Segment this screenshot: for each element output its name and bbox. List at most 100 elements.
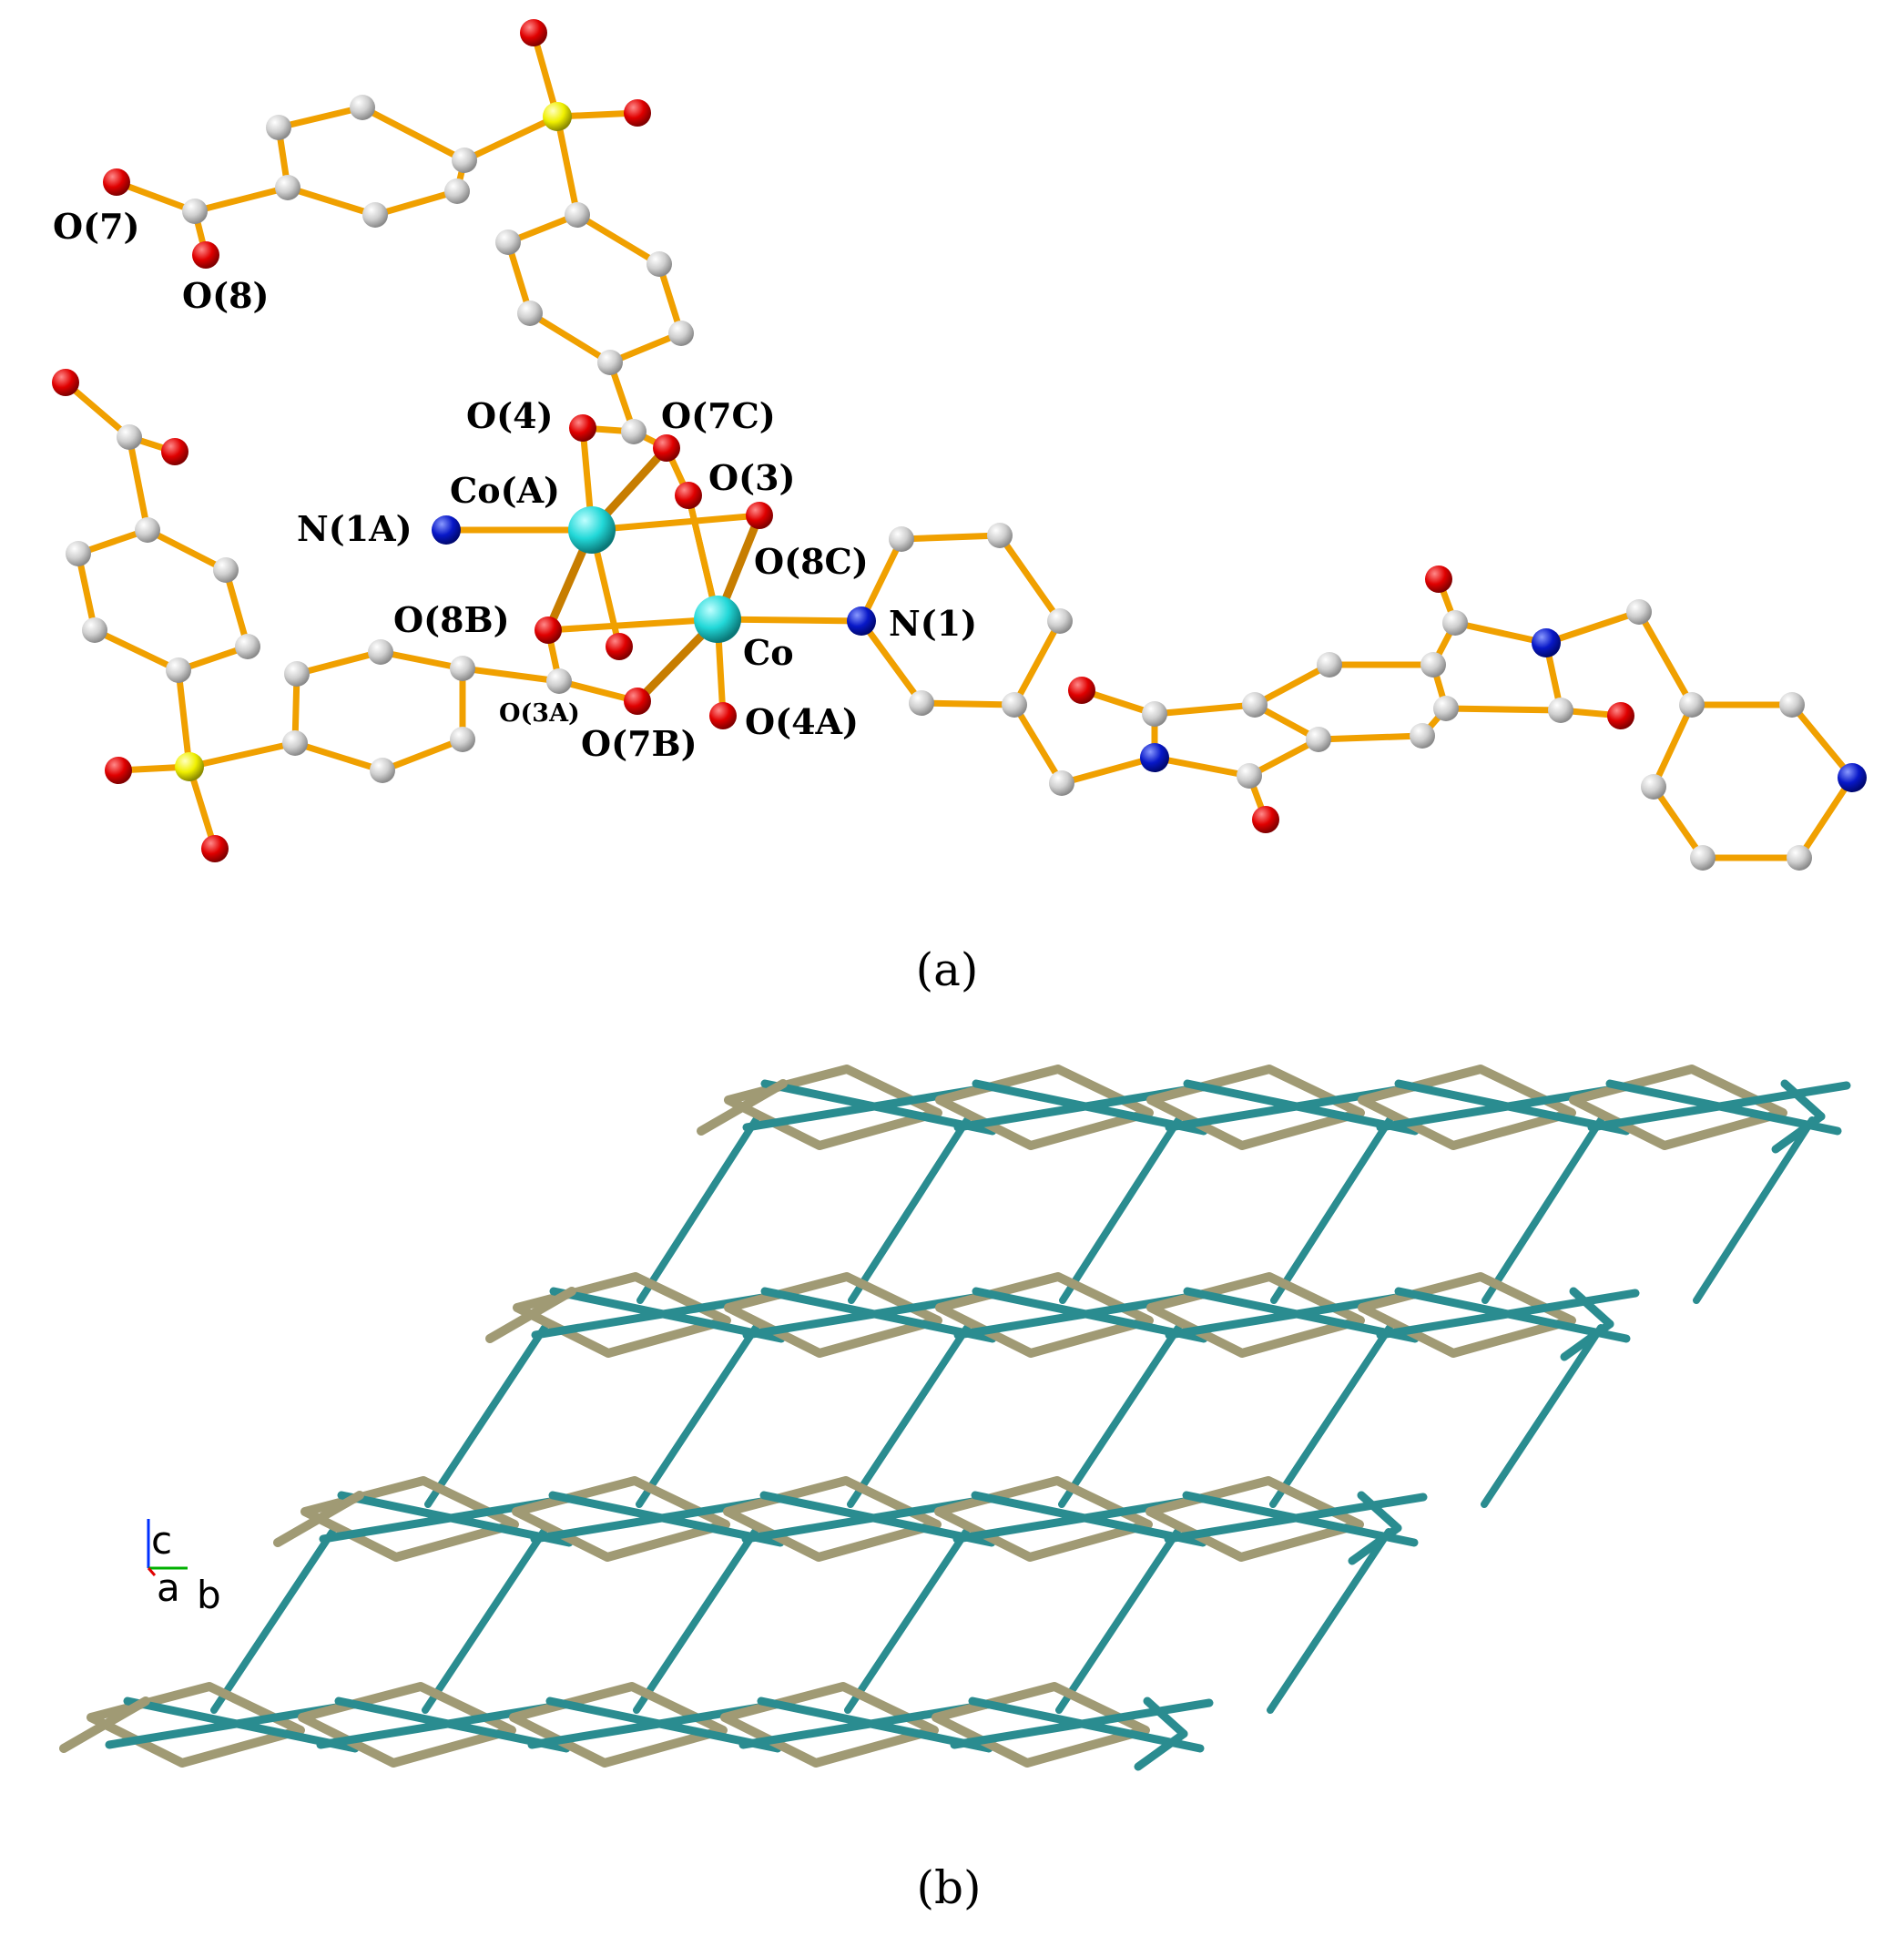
layer-rhombus bbox=[298, 1682, 516, 1768]
interlayer-rod bbox=[1055, 1528, 1181, 1714]
label-o3a: O(3A) bbox=[499, 699, 580, 728]
coordination-bond bbox=[545, 616, 721, 634]
label-o3: O(3) bbox=[708, 457, 796, 498]
layer-rhombus bbox=[1358, 1272, 1576, 1358]
label-co-a: Co(A) bbox=[450, 470, 560, 511]
interlayer-rod bbox=[1481, 1324, 1604, 1508]
bond bbox=[293, 648, 384, 678]
bond bbox=[186, 739, 299, 770]
layer-rhombus bbox=[934, 1476, 1153, 1562]
panel-a-bonds bbox=[62, 29, 1856, 861]
layer-edge bbox=[1143, 1697, 1188, 1738]
carbon-atom bbox=[889, 526, 914, 552]
oxygen-atom bbox=[103, 168, 130, 196]
oxygen-atom bbox=[624, 688, 651, 715]
oxygen-atom bbox=[624, 99, 651, 127]
carbon-atom bbox=[1410, 723, 1435, 749]
bond bbox=[222, 566, 251, 650]
interlayer-rod bbox=[636, 1324, 759, 1508]
carbon-atom bbox=[1779, 692, 1805, 718]
label-o4a: O(4A) bbox=[745, 701, 859, 742]
layer-rhombus bbox=[1146, 1065, 1365, 1150]
bond bbox=[459, 665, 563, 685]
bond bbox=[1011, 617, 1064, 708]
carbon-atom bbox=[495, 229, 521, 255]
layer-rhombus bbox=[512, 1476, 730, 1562]
carbon-atom bbox=[1242, 692, 1268, 718]
layer-rhombus bbox=[1146, 1272, 1365, 1358]
carbon-atom bbox=[66, 541, 91, 566]
label-o4: O(4) bbox=[466, 395, 554, 436]
panel-b-network-topology: c a b (b) bbox=[59, 1065, 1851, 1914]
interlayer-rod bbox=[1481, 1116, 1604, 1304]
bond bbox=[1151, 701, 1258, 718]
layer-edge bbox=[1780, 1079, 1826, 1121]
oxygen-atom bbox=[520, 19, 547, 46]
bond bbox=[1058, 754, 1158, 787]
bond bbox=[1650, 783, 1706, 861]
bond bbox=[996, 532, 1064, 625]
carbon-atom bbox=[117, 424, 142, 450]
oxygen-atom bbox=[746, 502, 773, 529]
bond bbox=[62, 379, 133, 441]
cobalt-atom bbox=[694, 596, 741, 643]
layer-edge bbox=[273, 1491, 364, 1547]
layer-edge bbox=[1134, 1729, 1188, 1771]
carbon-atom bbox=[370, 758, 395, 783]
layer-edge bbox=[1569, 1287, 1614, 1329]
layer-rhombus bbox=[935, 1272, 1154, 1358]
label-o8b: O(8B) bbox=[393, 599, 510, 640]
bond bbox=[372, 188, 461, 219]
bond bbox=[1315, 732, 1426, 743]
carbon-atom bbox=[517, 301, 543, 326]
layer-rhombus bbox=[724, 1065, 942, 1150]
label-n1: N(1) bbox=[889, 603, 977, 644]
panel-b-network bbox=[59, 1065, 1851, 1771]
interlayer-rod bbox=[847, 1324, 971, 1508]
sulfur-atom bbox=[543, 102, 572, 131]
interlayer-rod bbox=[422, 1528, 547, 1714]
carbon-atom bbox=[213, 557, 239, 583]
bond bbox=[359, 104, 468, 164]
carbon-atom bbox=[1306, 727, 1331, 752]
nitrogen-atom bbox=[1532, 628, 1561, 657]
layer-edge bbox=[1164, 1493, 1428, 1544]
nitrogen-atom bbox=[847, 606, 876, 636]
interlayer-rod bbox=[1270, 1116, 1393, 1304]
oxygen-atom bbox=[675, 482, 702, 509]
bond bbox=[898, 532, 1003, 543]
carbon-atom bbox=[1787, 845, 1812, 871]
nitrogen-atom bbox=[1838, 763, 1867, 792]
panel-a-caption: (a) bbox=[916, 943, 979, 996]
carbon-atom bbox=[1641, 774, 1666, 800]
layer-rhombus bbox=[720, 1682, 939, 1768]
label-o7b: O(7B) bbox=[581, 723, 697, 764]
axis-indicator: c a b bbox=[147, 1518, 221, 1617]
bond bbox=[126, 433, 151, 534]
axis-a-line bbox=[147, 1567, 157, 1576]
bond bbox=[91, 627, 182, 674]
interlayer-rod bbox=[636, 1116, 759, 1304]
bond bbox=[554, 113, 581, 219]
interlayer-rod bbox=[633, 1528, 759, 1714]
carbon-atom bbox=[235, 634, 260, 659]
carbon-atom bbox=[647, 251, 672, 277]
carbon-atom bbox=[282, 730, 308, 756]
interlayer-rod bbox=[1267, 1528, 1392, 1714]
panel-a-molecular-structure: O(7) O(8) O(4) O(7C) O(3) Co(A) N(1A) O(… bbox=[52, 19, 1867, 996]
carbon-atom bbox=[266, 115, 291, 140]
carbon-atom bbox=[166, 657, 191, 683]
carbon-atom bbox=[909, 690, 934, 716]
carbon-atom bbox=[444, 178, 470, 204]
oxygen-atom bbox=[161, 438, 188, 465]
carbon-atom bbox=[350, 95, 375, 120]
coordination-bond bbox=[588, 512, 763, 534]
carbon-atom bbox=[1142, 701, 1167, 727]
carbon-atom bbox=[987, 523, 1013, 548]
carbon-atom bbox=[1237, 763, 1262, 789]
bond bbox=[1788, 701, 1856, 781]
layer-edge bbox=[1376, 1289, 1640, 1340]
bond bbox=[461, 113, 561, 164]
oxygen-atom bbox=[653, 434, 680, 462]
